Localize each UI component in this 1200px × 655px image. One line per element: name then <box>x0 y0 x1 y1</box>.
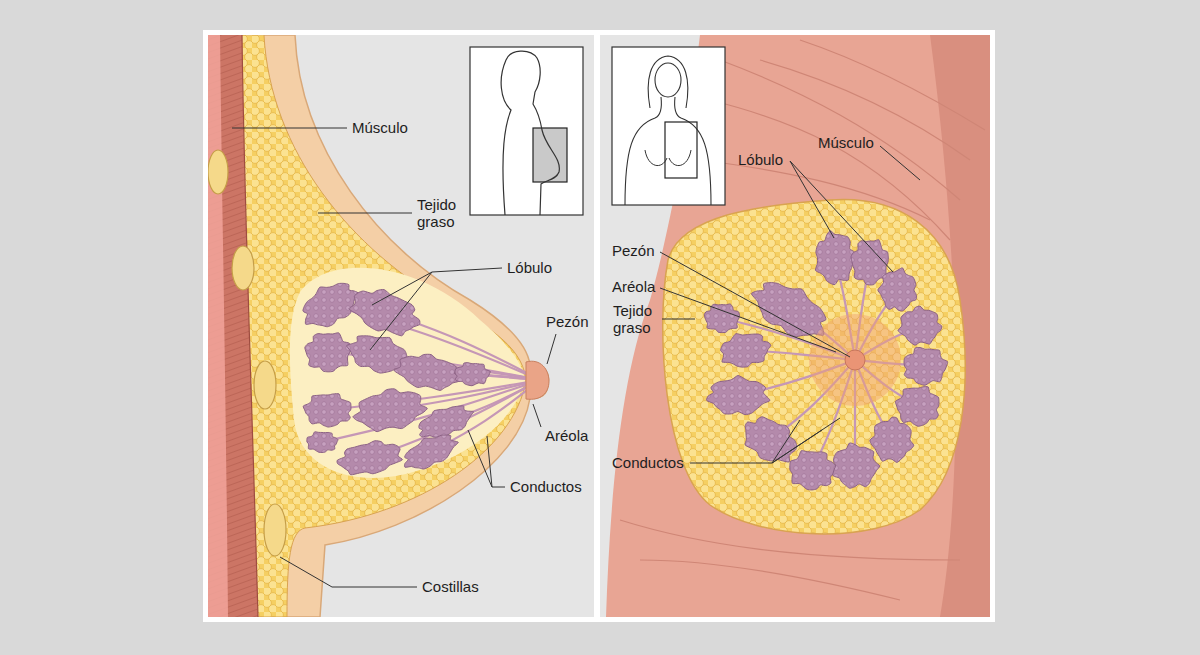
lobule <box>815 231 855 285</box>
part-label: Lóbulo <box>738 151 783 168</box>
rib <box>264 504 286 556</box>
part-label: Costillas <box>422 578 479 595</box>
lobules <box>303 283 490 475</box>
leader-lines <box>232 128 920 587</box>
lobule <box>898 306 942 345</box>
leader-line <box>660 252 850 357</box>
lobule <box>303 394 351 427</box>
lobule <box>419 406 474 438</box>
chest-wall <box>208 35 228 617</box>
rib <box>254 361 276 409</box>
inset-box <box>612 47 725 205</box>
lobule <box>707 376 770 415</box>
lobule <box>895 387 939 427</box>
part-label: Aréola <box>612 278 655 295</box>
leader-line <box>790 161 893 272</box>
part-label: Músculo <box>818 134 874 151</box>
figure-outline <box>675 97 711 205</box>
lobule <box>337 441 402 475</box>
leader-line <box>318 213 412 214</box>
side-inset <box>470 47 583 215</box>
part-label: Músculo <box>352 119 408 136</box>
fibre <box>760 60 970 160</box>
lobule <box>751 283 826 337</box>
lobule <box>878 268 917 311</box>
ribs <box>208 150 286 556</box>
part-label: Pezón <box>546 313 589 330</box>
fibre <box>800 40 985 130</box>
part-label: Lóbulo <box>507 259 552 276</box>
right-panel <box>600 35 990 617</box>
leader-line <box>468 430 505 487</box>
areola <box>809 314 901 406</box>
lobule <box>303 283 359 326</box>
part-label: Tejido graso <box>417 196 456 230</box>
figure-hair <box>648 56 688 108</box>
gland-area <box>290 268 525 478</box>
fat-tissue <box>663 200 965 534</box>
lobule <box>404 435 458 469</box>
inset-box <box>470 47 583 215</box>
part-label: Aréola <box>545 427 588 444</box>
muscle-edge <box>242 35 258 617</box>
leader-line <box>880 146 920 180</box>
figure-outline <box>501 60 511 215</box>
lobule <box>745 417 796 462</box>
part-label: Tejido graso <box>613 302 652 336</box>
leader-line <box>662 319 695 320</box>
nipple <box>526 361 549 399</box>
rib <box>232 246 254 290</box>
lobule <box>305 333 351 372</box>
ducts <box>322 305 540 458</box>
frame <box>203 30 995 622</box>
leader-line <box>280 557 417 587</box>
lobule <box>790 451 836 490</box>
front-inset <box>612 47 725 205</box>
figure-outline <box>625 97 661 205</box>
lobule <box>353 389 427 432</box>
fibre <box>640 560 900 600</box>
lobule <box>349 289 420 335</box>
ducts <box>722 258 925 470</box>
lobules <box>704 231 947 490</box>
lobule <box>721 334 771 368</box>
leader-line <box>547 334 556 364</box>
lobule <box>904 347 948 385</box>
leader-line <box>232 128 347 129</box>
lobule <box>394 354 462 390</box>
lobule <box>704 304 739 333</box>
leader-line <box>690 418 840 463</box>
duct <box>322 380 540 442</box>
rib <box>208 150 228 194</box>
left-panel <box>208 35 594 617</box>
figure-breasts <box>645 150 691 166</box>
part-label: Pezón <box>612 242 655 259</box>
muscle <box>606 35 990 617</box>
lobule <box>455 363 490 386</box>
inset-highlight <box>533 128 567 182</box>
inset-highlight <box>665 122 697 178</box>
leader-line <box>660 288 836 352</box>
leader-line <box>370 268 502 350</box>
front-view <box>606 35 990 617</box>
lobule <box>307 432 338 453</box>
leader-line <box>533 404 541 427</box>
figure-head <box>655 63 681 97</box>
part-label: Conductos <box>510 478 582 495</box>
muscle <box>208 35 258 617</box>
nipple <box>845 350 865 370</box>
lobule <box>870 417 914 462</box>
lobule <box>832 443 880 488</box>
part-label: Conductos <box>612 454 684 471</box>
figure-outline <box>506 51 559 215</box>
